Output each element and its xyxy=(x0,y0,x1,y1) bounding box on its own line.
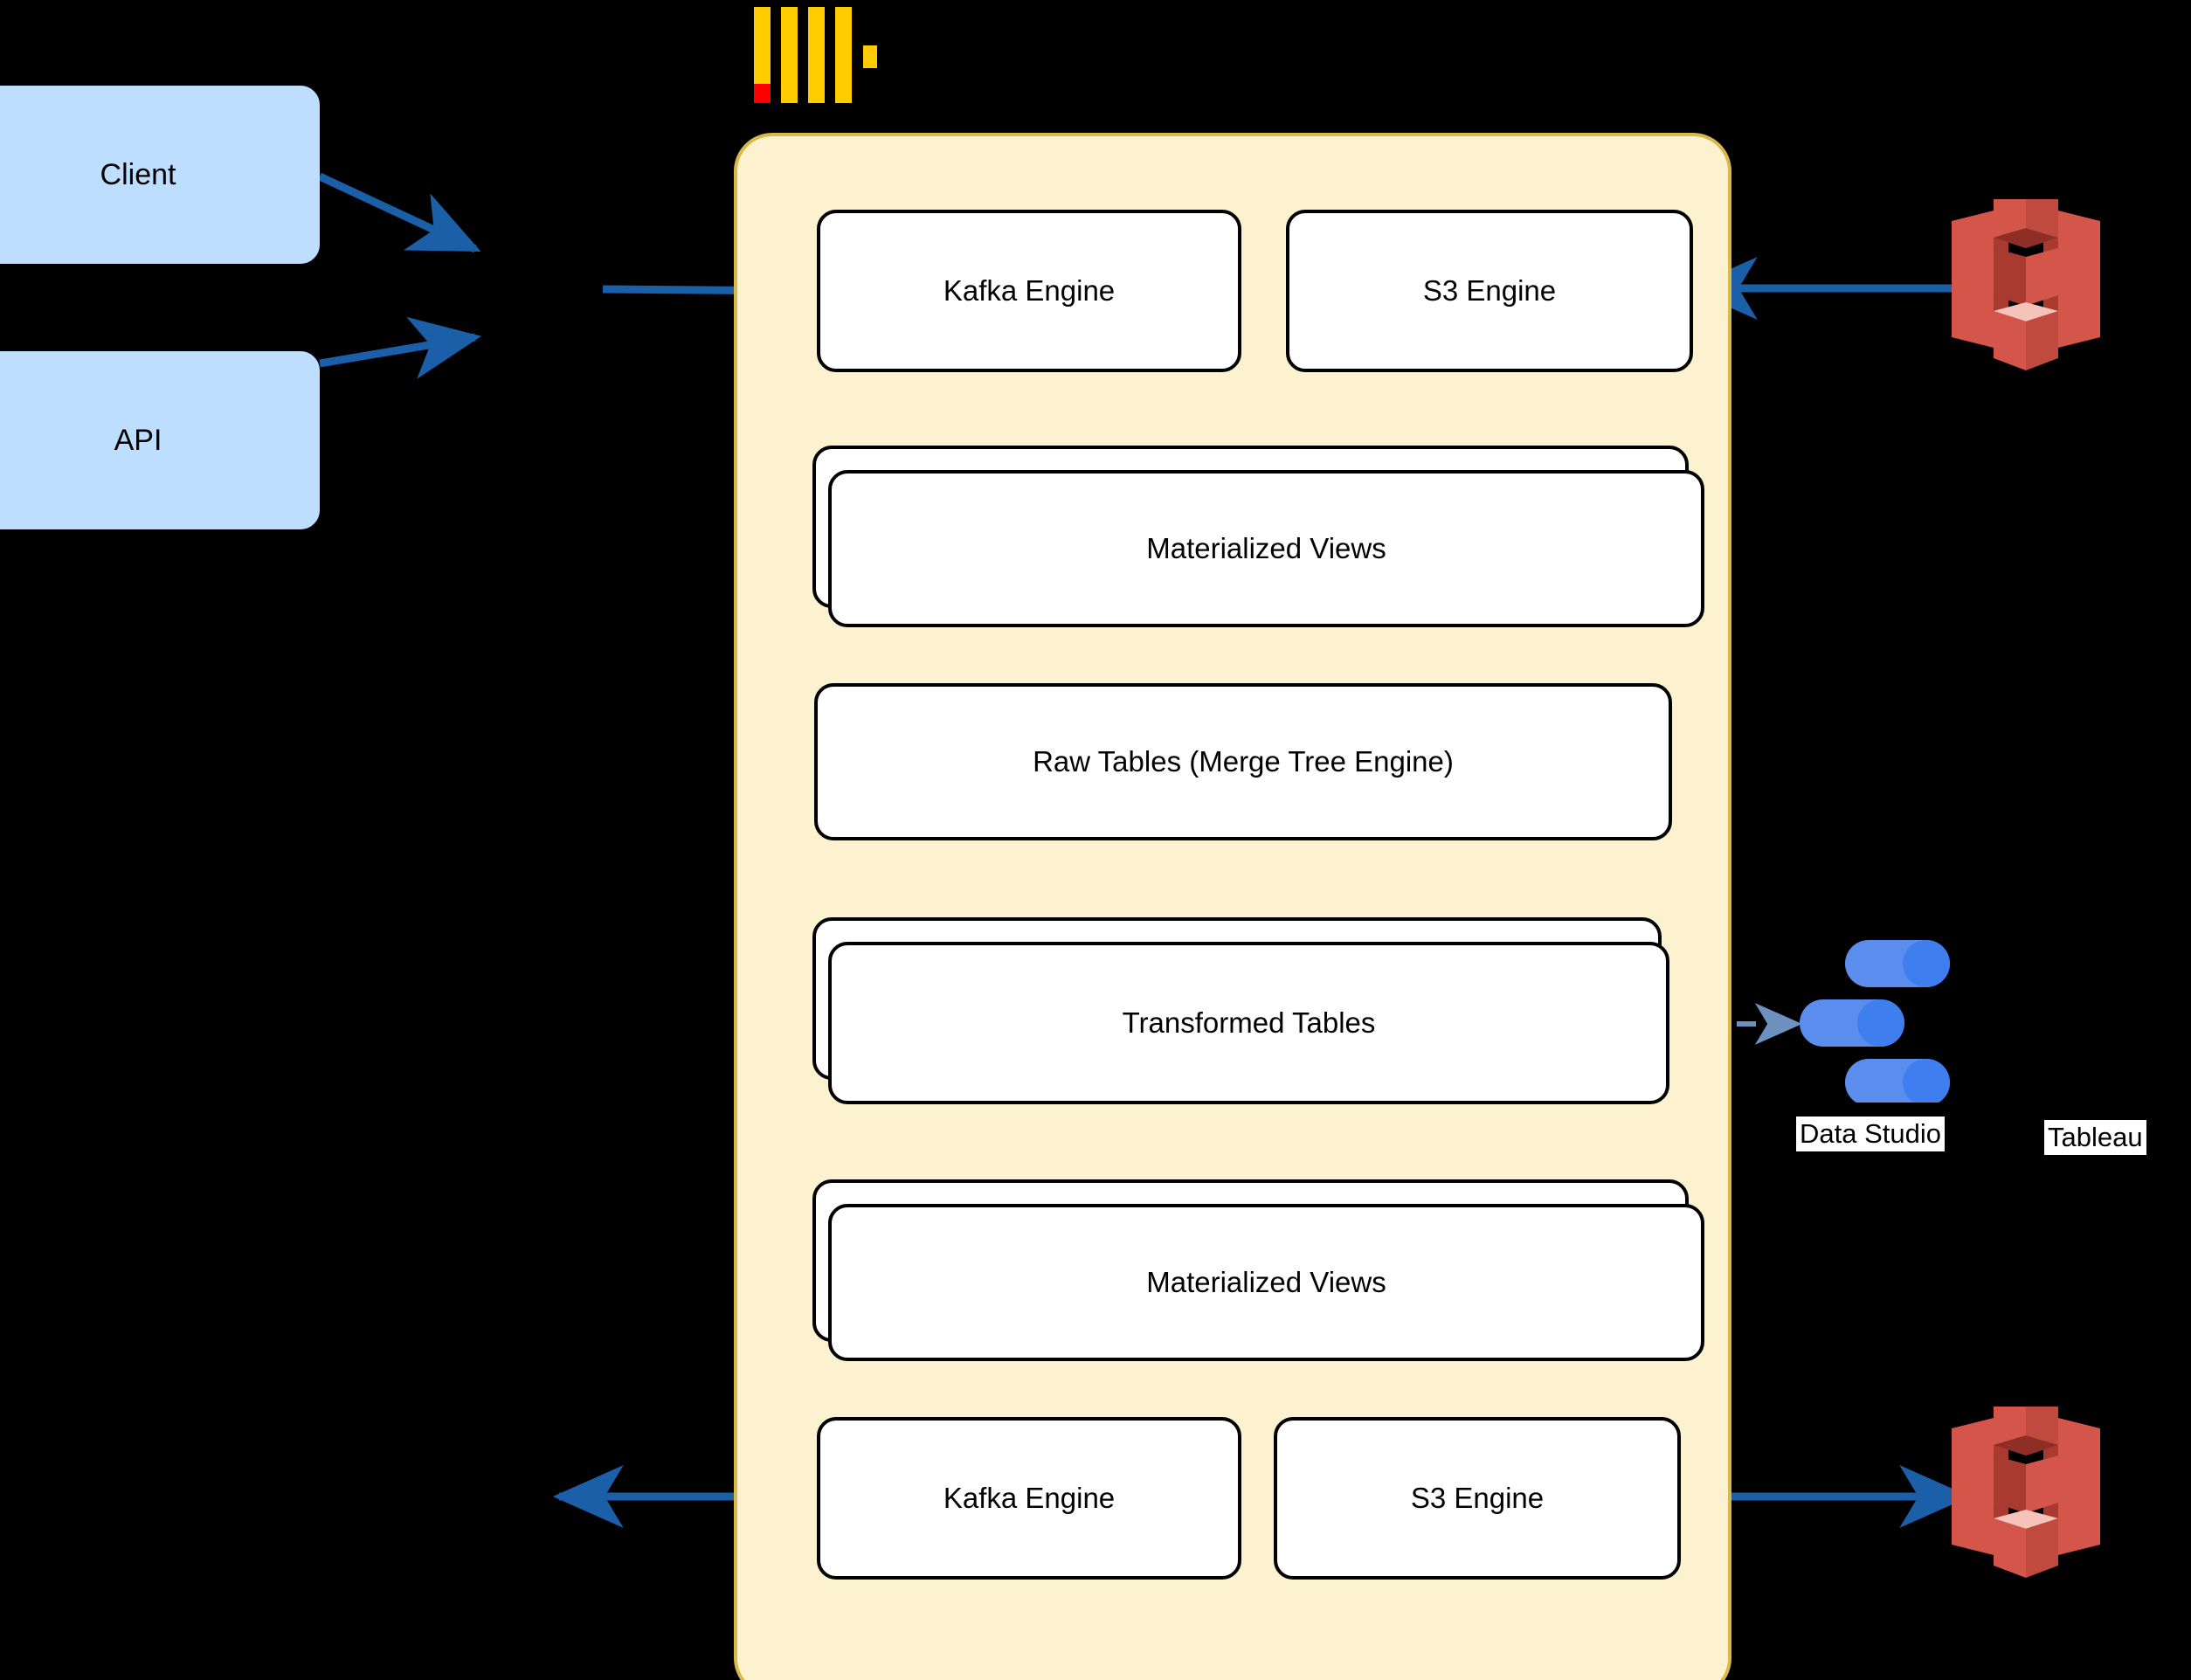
clickhouse-logo-bar-2 xyxy=(781,7,798,103)
node-label-s3-engine-in: S3 Engine xyxy=(1422,274,1557,308)
data-studio-pill-top xyxy=(1845,940,1950,987)
edge-client-to-junction xyxy=(318,172,481,253)
node-kafka-engine-in[interactable]: Kafka Engine xyxy=(817,210,1241,372)
data-studio-pill-bottom xyxy=(1845,1059,1950,1103)
data-studio-label-text: Data Studio xyxy=(1800,1118,1941,1149)
data-studio-logo xyxy=(1800,940,1950,1103)
edge-api-to-junction xyxy=(319,316,482,379)
clickhouse-logo xyxy=(754,7,902,105)
node-label-materialized-views-bottom: Materialized Views xyxy=(1146,1266,1386,1299)
source-label-client: Client xyxy=(100,157,176,191)
clickhouse-logo-bar-4 xyxy=(835,7,852,103)
node-transformed-tables[interactable]: Transformed Tables xyxy=(828,942,1669,1104)
source-box-api[interactable]: API xyxy=(0,351,320,529)
node-materialized-views-top[interactable]: Materialized Views xyxy=(828,470,1704,627)
node-label-kafka-engine-out: Kafka Engine xyxy=(943,1482,1116,1515)
node-kafka-engine-out[interactable]: Kafka Engine xyxy=(817,1417,1241,1580)
clickhouse-logo-dot xyxy=(863,45,877,68)
node-materialized-views-bottom[interactable]: Materialized Views xyxy=(828,1204,1704,1361)
node-s3-engine-in[interactable]: S3 Engine xyxy=(1286,210,1693,372)
clickhouse-logo-bar-1 xyxy=(754,7,771,103)
node-label-kafka-engine-in: Kafka Engine xyxy=(943,274,1116,308)
aws-s3-icon-top xyxy=(1952,199,2100,370)
node-s3-engine-out[interactable]: S3 Engine xyxy=(1274,1417,1681,1580)
source-box-client[interactable]: Client xyxy=(0,86,320,264)
source-label-api: API xyxy=(114,423,162,457)
aws-s3-icon-bottom xyxy=(1952,1407,2100,1578)
data-studio-pill-middle xyxy=(1800,999,1904,1047)
tableau-label: Tableau xyxy=(2044,1120,2146,1155)
node-label-transformed-tables: Transformed Tables xyxy=(1122,1006,1376,1040)
tableau-label-text: Tableau xyxy=(2048,1122,2143,1152)
node-raw-tables[interactable]: Raw Tables (Merge Tree Engine) xyxy=(814,683,1672,840)
node-label-materialized-views-top: Materialized Views xyxy=(1146,532,1386,565)
clickhouse-logo-bar-1-accent xyxy=(754,84,771,103)
node-label-s3-engine-out: S3 Engine xyxy=(1410,1482,1545,1515)
node-label-raw-tables: Raw Tables (Merge Tree Engine) xyxy=(1033,745,1454,778)
data-studio-label: Data Studio xyxy=(1796,1117,1945,1151)
clickhouse-logo-bar-3 xyxy=(808,7,825,103)
